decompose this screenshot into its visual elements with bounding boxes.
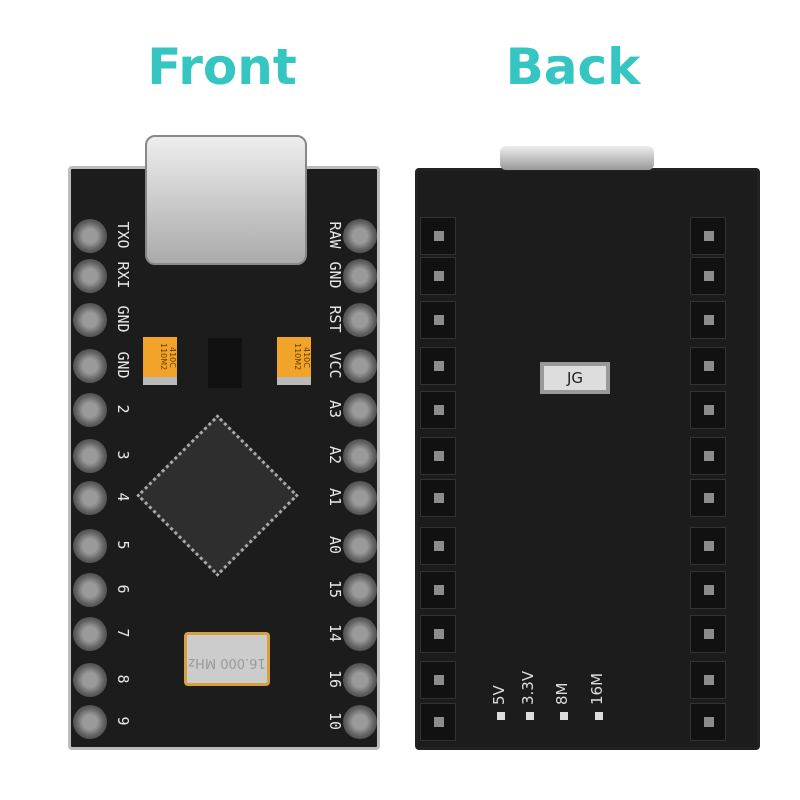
back-header-pin: [690, 661, 726, 699]
header-pin: [343, 349, 377, 383]
back-header-pin: [420, 217, 456, 255]
jumper-pad: [526, 712, 534, 720]
back-header-pin: [690, 437, 726, 475]
pin-label-right: VCC: [326, 351, 344, 379]
usb-c-connector-back: [500, 146, 654, 170]
back-header-pin: [420, 437, 456, 475]
back-header-pin: [420, 391, 456, 429]
back-header-pin: [690, 703, 726, 741]
header-pin: [73, 439, 107, 473]
back-header-pin: [420, 527, 456, 565]
header-pin: [343, 439, 377, 473]
back-header-pin: [690, 571, 726, 609]
jumper-label-16m: 16M: [588, 672, 606, 705]
header-pin: [343, 529, 377, 563]
header-pin: [73, 663, 107, 697]
jumper-pad: [560, 712, 568, 720]
header-pin: [343, 219, 377, 253]
jumper-label-5v: 5V: [490, 685, 508, 705]
chip-jg: JG: [540, 362, 610, 394]
header-pin: [73, 617, 107, 651]
back-header-pin: [420, 703, 456, 741]
back-header-pin: [420, 615, 456, 653]
back-header-pin: [690, 391, 726, 429]
back-header-pin: [690, 527, 726, 565]
header-pin: [343, 303, 377, 337]
back-header-pin: [690, 217, 726, 255]
back-header-pin: [420, 347, 456, 385]
back-header-pin: [690, 301, 726, 339]
pin-label-left: 7: [114, 628, 132, 638]
jumper-pad: [595, 712, 603, 720]
back-header-pin: [690, 479, 726, 517]
back-header-pin: [420, 571, 456, 609]
back-header-pin: [420, 479, 456, 517]
pin-label-right: 14: [326, 623, 344, 643]
pin-label-left: 5: [114, 540, 132, 550]
header-pin: [343, 617, 377, 651]
pin-label-left: 9: [114, 716, 132, 726]
back-header-pin: [690, 615, 726, 653]
header-pin: [73, 349, 107, 383]
pin-label-left: GND: [114, 305, 132, 333]
jumper-label-8m: 8M: [553, 682, 571, 706]
back-title: Back: [505, 38, 641, 96]
pin-label-left: 2: [114, 404, 132, 414]
header-pin: [343, 663, 377, 697]
pin-label-right: RST: [326, 305, 344, 333]
front-title: Front: [147, 38, 297, 96]
header-pin: [73, 573, 107, 607]
pin-label-left: RXI: [114, 261, 132, 289]
pin-label-right: 15: [326, 579, 344, 599]
pin-label-right: A1: [326, 487, 344, 507]
header-pin: [73, 219, 107, 253]
header-pin: [343, 705, 377, 739]
back-header-pin: [420, 301, 456, 339]
header-pin: [73, 303, 107, 337]
header-pin: [73, 259, 107, 293]
pin-label-left: 4: [114, 492, 132, 502]
header-pin: [343, 259, 377, 293]
header-pin: [73, 393, 107, 427]
usb-c-connector: [145, 135, 307, 265]
jumper-pad: [497, 712, 505, 720]
header-pin: [343, 481, 377, 515]
header-pin: [343, 573, 377, 607]
pin-label-right: A3: [326, 399, 344, 419]
back-header-pin: [690, 257, 726, 295]
pin-label-right: GND: [326, 261, 344, 289]
header-pin: [343, 393, 377, 427]
back-header-pin: [690, 347, 726, 385]
pin-label-left: 6: [114, 584, 132, 594]
capacitor-left: 410C 110M2: [143, 337, 177, 385]
back-header-pin: [420, 257, 456, 295]
header-pin: [73, 529, 107, 563]
header-pin: [73, 705, 107, 739]
pin-label-right: 10: [326, 711, 344, 731]
crystal-oscillator: 16.000 MHz: [184, 632, 270, 686]
header-pin: [73, 481, 107, 515]
pin-label-left: GND: [114, 351, 132, 379]
back-header-pin: [420, 661, 456, 699]
jumper-label-3v3: 3.3V: [519, 670, 537, 705]
capacitor-right: 410C 110M2: [277, 337, 311, 385]
pin-label-right: A0: [326, 535, 344, 555]
voltage-regulator: [208, 338, 242, 388]
